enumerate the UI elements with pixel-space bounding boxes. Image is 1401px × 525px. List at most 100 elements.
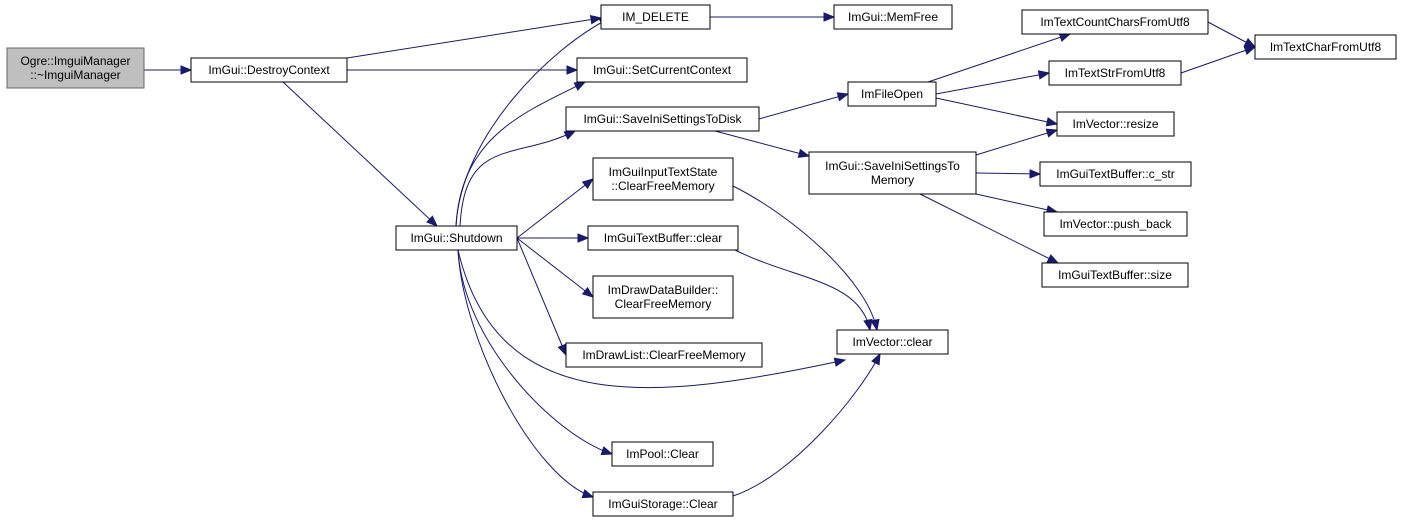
node-inputtextstate_clear[interactable]: ImGuiInputTextState::ClearFreeMemory — [592, 157, 734, 201]
node-box — [600, 4, 711, 30]
node-label: ImGuiTextBuffer::size — [1058, 268, 1172, 282]
node-set_current_context[interactable]: ImGui::SetCurrentContext — [576, 57, 748, 83]
arrowhead-icon — [1243, 37, 1257, 48]
arrowhead-icon — [1045, 128, 1059, 138]
arrowhead-icon — [600, 446, 614, 456]
edge-line — [975, 193, 1058, 213]
arrowhead-icon — [581, 286, 595, 298]
node-label: ImGui::Shutdown — [410, 231, 502, 245]
node-save_ini_disk[interactable]: ImGui::SaveIniSettingsToDisk — [565, 106, 760, 132]
node-box — [611, 441, 714, 467]
edge-shutdown-to-set_current_context — [455, 81, 587, 227]
node-im_delete[interactable]: IM_DELETE — [600, 4, 711, 30]
edge-line — [734, 249, 871, 331]
arrowhead-icon — [823, 12, 836, 22]
node-label: ImTextCountCharsFromUtf8 — [1040, 15, 1190, 29]
edge-line — [927, 33, 1071, 83]
edge-line — [516, 237, 594, 298]
edge-file_open-to-vector_resize — [935, 97, 1059, 127]
node-label: ImVector::push_back — [1059, 217, 1172, 231]
arrowhead-icon — [426, 215, 438, 227]
edge-shutdown-to-textbuffer_clear — [517, 233, 590, 243]
edge-shutdown-to-pool_clear — [457, 249, 614, 456]
edge-line — [919, 193, 1059, 264]
node-str_from_utf8[interactable]: ImTextStrFromUtf8 — [1048, 60, 1182, 86]
edge-file_open-to-str_from_utf8 — [935, 70, 1051, 95]
edge-line — [457, 249, 613, 455]
edge-line — [935, 97, 1058, 125]
node-box — [587, 225, 739, 251]
edge-str_from_utf8-to-char_from_utf8 — [1180, 46, 1257, 74]
node-box — [1043, 211, 1188, 237]
arrowhead-icon — [577, 233, 590, 243]
edge-root-to-destroy_context — [144, 65, 193, 75]
node-box — [808, 151, 977, 195]
node-box — [833, 4, 953, 30]
node-shutdown[interactable]: ImGui::Shutdown — [395, 225, 518, 251]
edge-line — [732, 353, 881, 497]
arrowhead-icon — [581, 489, 595, 499]
node-vector_clear[interactable]: ImVector::clear — [836, 329, 949, 355]
node-destroy_context[interactable]: ImGui::DestroyContext — [190, 57, 348, 83]
node-drawdatabuilder_clear[interactable]: ImDrawDataBuilder::ClearFreeMemory — [592, 275, 734, 319]
node-textbuffer_cstr[interactable]: ImGuiTextBuffer::c_str — [1039, 161, 1192, 187]
edge-line — [457, 249, 594, 498]
edge-shutdown-to-vector_clear — [457, 249, 847, 389]
edge-line — [714, 130, 810, 157]
node-mem_free[interactable]: ImGui::MemFree — [833, 4, 953, 30]
node-vector_push_back[interactable]: ImVector::push_back — [1043, 211, 1188, 237]
arrowhead-icon — [566, 65, 579, 75]
node-drawlist_clear[interactable]: ImDrawList::ClearFreeMemory — [565, 342, 763, 368]
node-label: ImGuiInputTextState — [609, 165, 718, 179]
node-label: ::ClearFreeMemory — [611, 179, 714, 193]
node-storage_clear[interactable]: ImGuiStorage::Clear — [592, 491, 734, 517]
arrowhead-icon — [833, 357, 847, 367]
edge-line — [975, 129, 1058, 156]
node-box — [592, 275, 734, 319]
arrowhead-icon — [1046, 254, 1060, 264]
node-box — [190, 57, 348, 83]
node-label: ImTextCharFromUtf8 — [1270, 40, 1382, 54]
edge-save_ini_memory-to-vector_push_back — [975, 193, 1059, 215]
node-label: IM_DELETE — [622, 10, 689, 24]
node-vector_resize[interactable]: ImVector::resize — [1056, 111, 1175, 137]
node-label: ClearFreeMemory — [615, 297, 712, 311]
node-textbuffer_clear[interactable]: ImGuiTextBuffer::clear — [587, 225, 739, 251]
edge-shutdown-to-drawdatabuilder_clear — [516, 237, 595, 298]
node-label: ImGui::SetCurrentContext — [593, 63, 732, 77]
node-label: ImPool::Clear — [626, 447, 699, 461]
node-box — [1041, 262, 1189, 288]
node-label: ImGuiTextBuffer::clear — [604, 231, 723, 245]
node-box — [847, 81, 937, 107]
node-label: Ogre::ImguiManager — [20, 54, 130, 68]
arrowhead-icon — [870, 318, 880, 332]
edge-save_ini_memory-to-textbuffer_size — [919, 193, 1060, 264]
node-box — [1048, 60, 1182, 86]
edge-line — [516, 237, 567, 356]
node-box — [1039, 161, 1192, 187]
node-char_from_utf8[interactable]: ImTextCharFromUtf8 — [1254, 34, 1397, 60]
arrowhead-icon — [871, 352, 881, 366]
edge-textbuffer_clear-to-vector_clear — [734, 249, 873, 332]
edge-line — [457, 249, 846, 389]
node-file_open[interactable]: ImFileOpen — [847, 81, 937, 107]
node-box — [395, 225, 518, 251]
edge-line — [459, 130, 576, 227]
node-label: ImVector::clear — [852, 335, 932, 349]
edge-line — [935, 72, 1050, 95]
node-label: ImGui::DestroyContext — [208, 63, 330, 77]
arrowhead-icon — [563, 130, 577, 140]
node-label: Memory — [871, 173, 914, 187]
node-textbuffer_size[interactable]: ImGuiTextBuffer::size — [1041, 262, 1189, 288]
edge-line — [516, 178, 594, 239]
node-label: ImFileOpen — [861, 87, 923, 101]
node-box — [1056, 111, 1175, 137]
edge-shutdown-to-save_ini_disk — [459, 130, 577, 227]
node-box — [1254, 34, 1397, 60]
node-count_chars[interactable]: ImTextCountCharsFromUtf8 — [1021, 9, 1209, 35]
edge-line — [975, 172, 1041, 175]
edge-line — [455, 81, 586, 227]
node-pool_clear[interactable]: ImPool::Clear — [611, 441, 714, 467]
